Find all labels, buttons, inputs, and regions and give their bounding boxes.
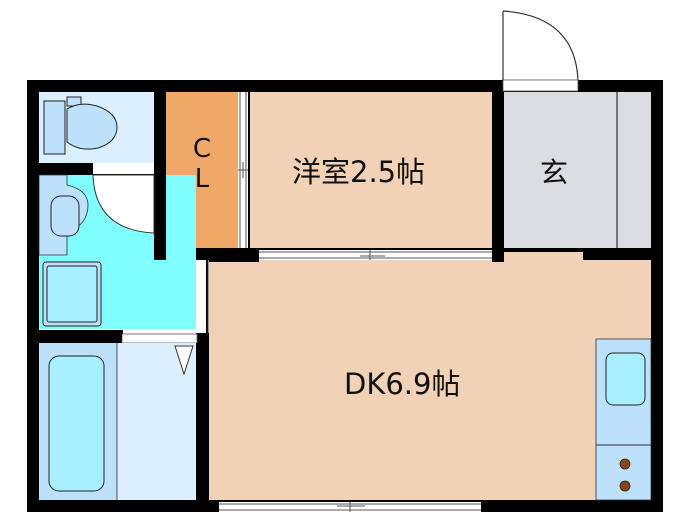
entrance-door-icon bbox=[502, 10, 579, 81]
entrance-label: 玄 bbox=[540, 156, 569, 189]
sink-icon bbox=[605, 352, 646, 406]
western-room bbox=[250, 92, 492, 248]
wash-basin-icon bbox=[50, 195, 80, 237]
entrance-room bbox=[504, 92, 651, 252]
stove-burner-icon bbox=[619, 480, 631, 492]
closet-label-l: L bbox=[194, 164, 210, 194]
bathtub-icon bbox=[48, 355, 105, 492]
dk-label: DK6.9帖 bbox=[344, 367, 461, 401]
stove-burner-icon bbox=[619, 458, 631, 470]
closet-label: C L bbox=[186, 134, 218, 194]
toilet-bowl-icon bbox=[66, 103, 118, 150]
western-room-label: 洋室2.5帖 bbox=[292, 155, 426, 189]
dining-kitchen bbox=[209, 260, 651, 500]
closet-label-c: C bbox=[192, 134, 212, 164]
